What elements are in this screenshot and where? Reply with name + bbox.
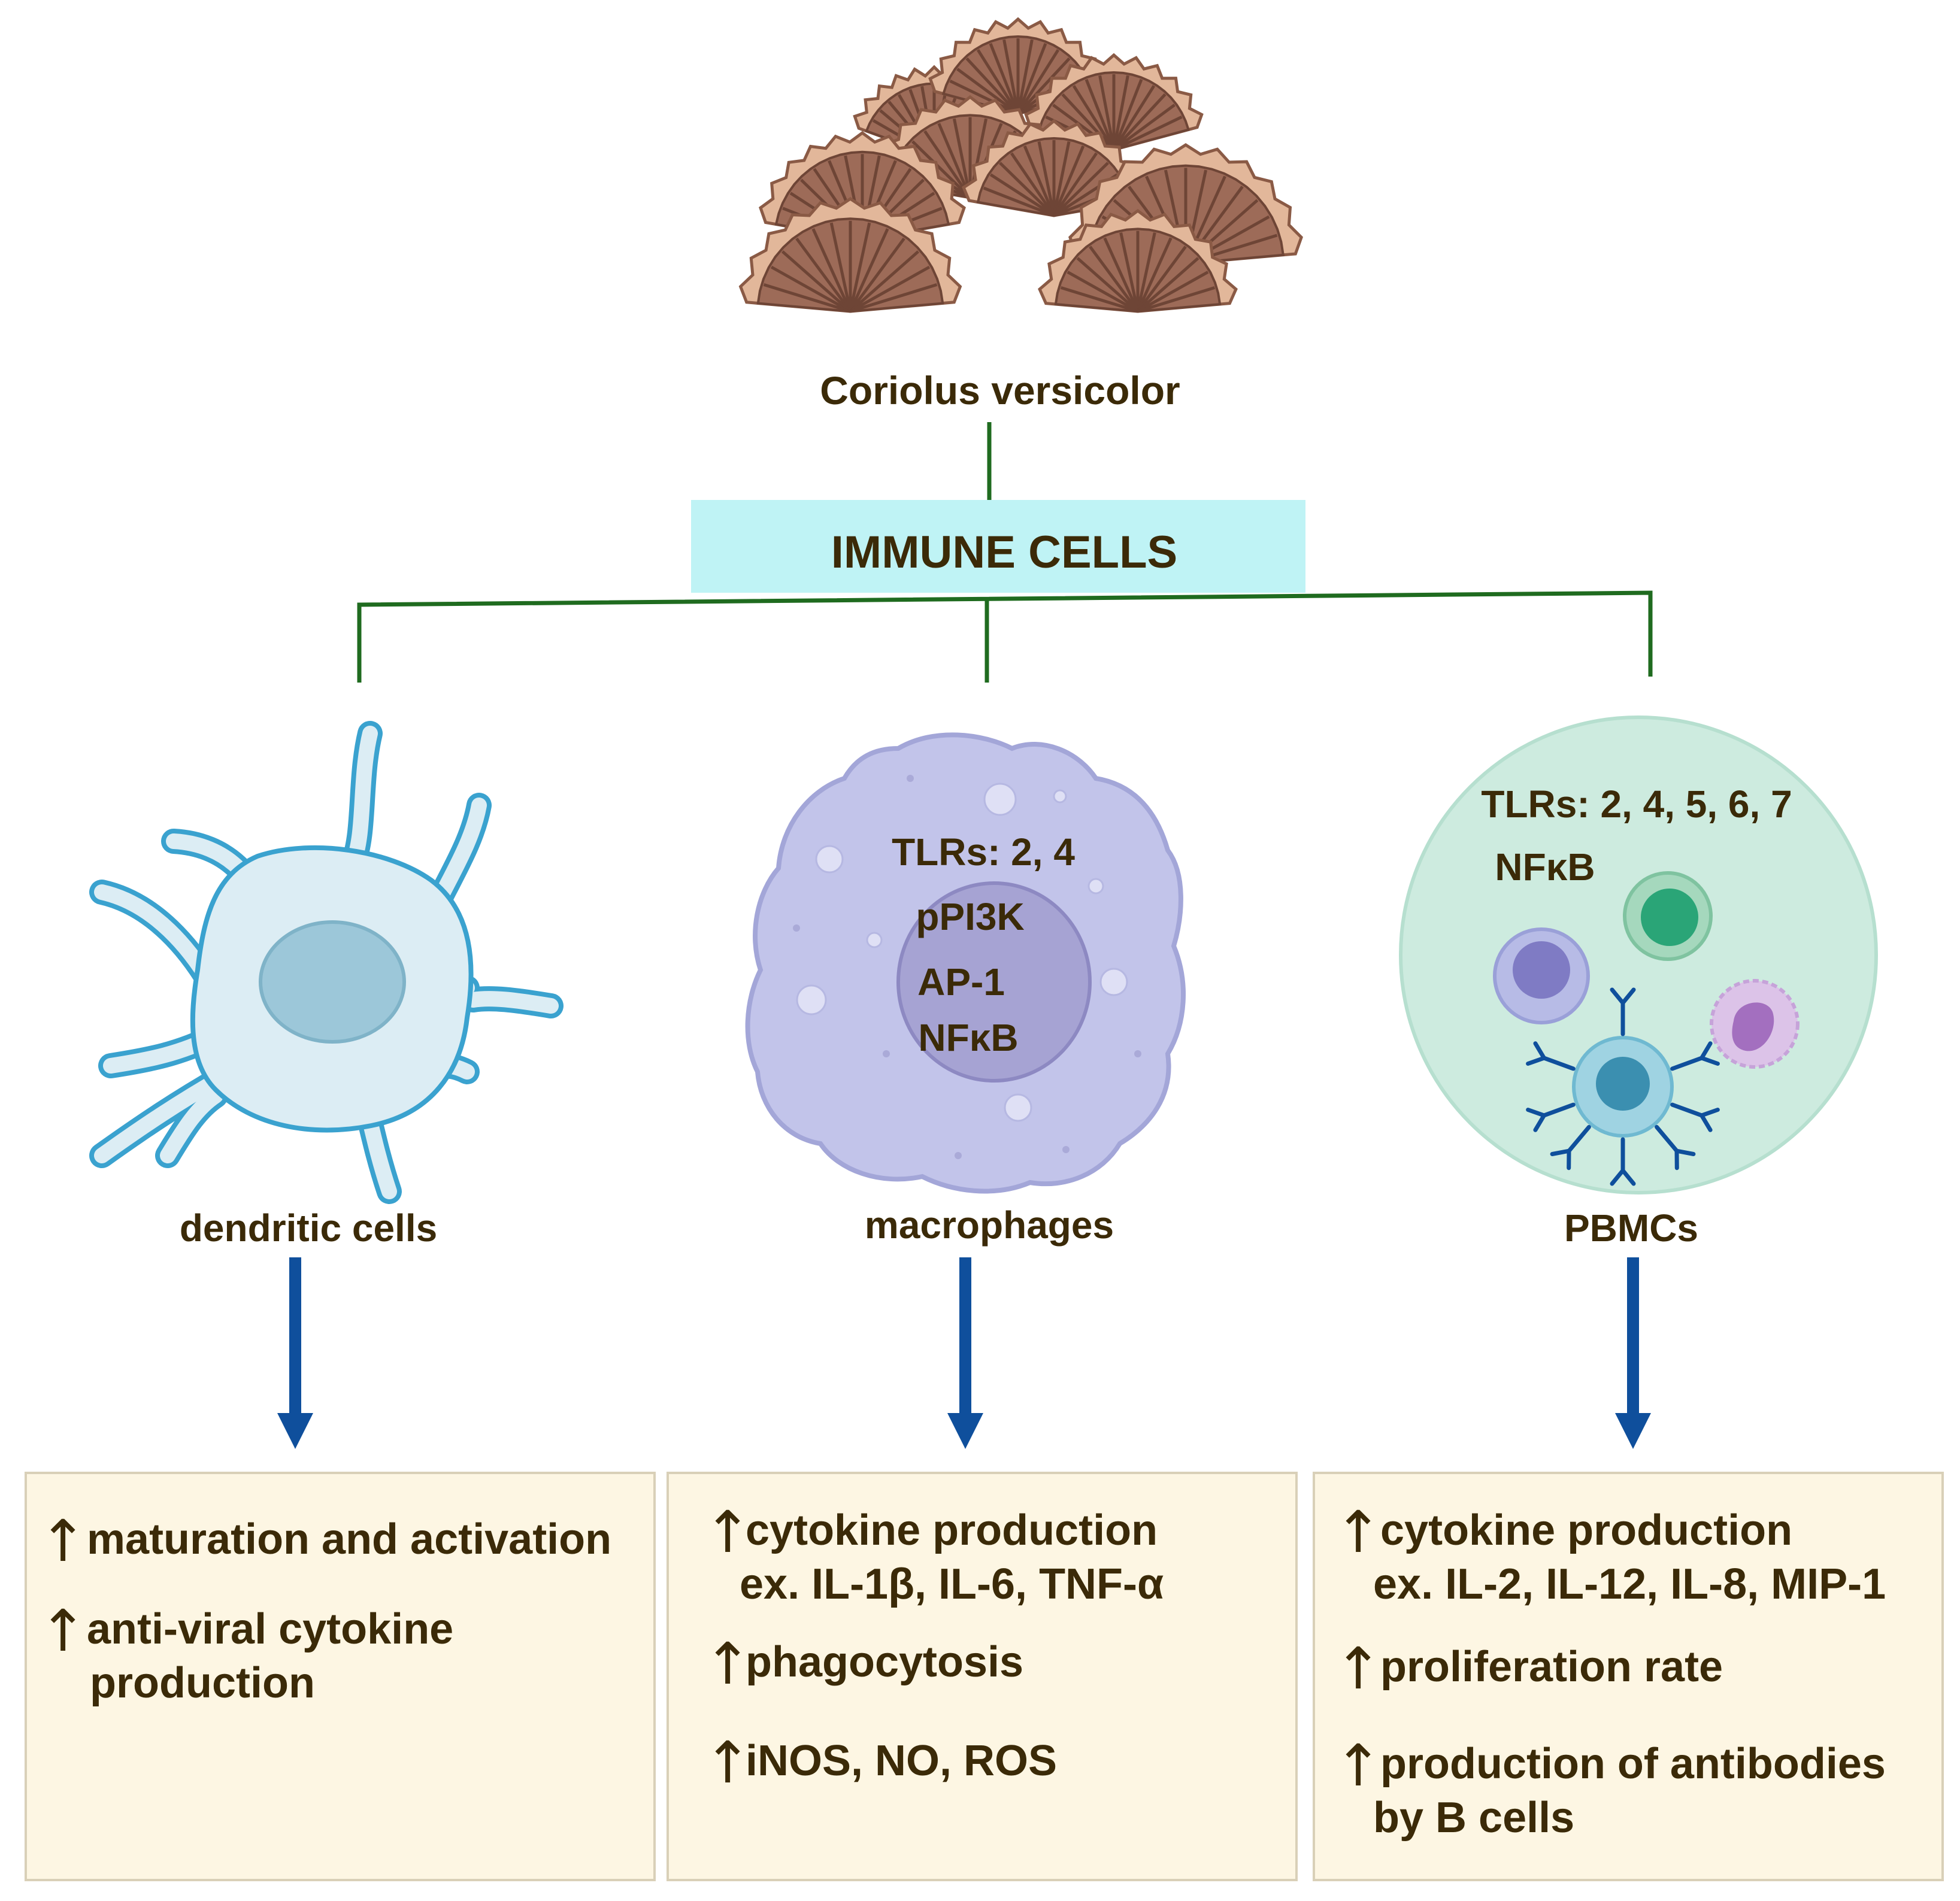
increase-arrow-icon: ↑	[1334, 1732, 1382, 1799]
lymphocyte-purple-icon	[1493, 927, 1590, 1024]
antibody-icon	[1541, 1056, 1576, 1071]
marker-label: TLRs: 2, 4	[892, 830, 1075, 874]
b-cell-icon	[1526, 987, 1720, 1186]
antibody-icon	[1670, 1102, 1704, 1118]
effect-text: phagocytosis	[746, 1638, 1023, 1686]
marker-label: NFκB	[1495, 845, 1595, 889]
cell-label-pbmc: PBMCs	[1564, 1206, 1698, 1250]
effect-text: cytokine production	[1380, 1506, 1792, 1554]
increase-arrow-icon: ↑	[704, 1630, 752, 1697]
effect-text: iNOS, NO, ROS	[746, 1737, 1057, 1785]
tree-connectors	[357, 422, 1653, 683]
macrophage-icon	[745, 732, 1186, 1194]
effect-text: cytokine production	[746, 1506, 1158, 1554]
pbmc-cluster-icon	[1399, 715, 1878, 1194]
marker-label: pPI3K	[916, 895, 1024, 938]
marker-label: TLRs: 2, 4, 5, 6, 7	[1481, 783, 1792, 826]
increase-arrow-icon: ↑	[704, 1499, 752, 1566]
flow-arrow-macrophage	[947, 1257, 983, 1449]
antibody-icon	[1541, 1102, 1576, 1118]
lymphocyte-green-icon	[1623, 871, 1713, 961]
increase-arrow-icon: ↑	[1334, 1635, 1382, 1702]
effect-text: production	[90, 1659, 315, 1707]
increase-arrow-icon: ↑	[39, 1597, 87, 1664]
cell-label-macrophage: macrophages	[865, 1203, 1114, 1247]
cell-label-dendritic: dendritic cells	[180, 1206, 437, 1250]
increase-arrow-icon: ↑	[1334, 1499, 1382, 1566]
dendritic-cell-icon	[89, 721, 564, 1204]
effect-boxes: ↑maturation and activation↑anti-viral cy…	[25, 1472, 1944, 1881]
flow-arrows	[277, 1257, 1651, 1449]
marker-label: AP-1	[917, 960, 1005, 1003]
effect-box-dendritic: ↑maturation and activation↑anti-viral cy…	[25, 1472, 656, 1881]
marker-label: NFκB	[918, 1016, 1018, 1059]
bracket-fungus-icon	[738, 17, 1303, 313]
fungus-fan	[1038, 208, 1238, 313]
effect-text: ex. IL-1β, IL-6, TNF-α	[740, 1560, 1164, 1608]
effect-text: by B cells	[1373, 1794, 1574, 1842]
dendritic-nucleus	[259, 920, 406, 1044]
connector-hub-branches	[357, 590, 1653, 683]
effect-text: production of antibodies	[1380, 1740, 1886, 1788]
monocyte-icon	[1710, 979, 1800, 1069]
effect-text: proliferation rate	[1380, 1643, 1723, 1691]
effect-text: maturation and activation	[87, 1515, 611, 1563]
antibody-icon	[1655, 1124, 1679, 1153]
source-label: Coriolus versicolor	[820, 368, 1180, 413]
pbmc-markers: TLRs: 2, 4, 5, 6, 7 NFκB	[1481, 783, 1792, 889]
increase-arrow-icon: ↑	[704, 1729, 752, 1796]
effect-text: ex. IL-2, IL-12, IL-8, MIP-1	[1373, 1560, 1886, 1608]
antibody-icon	[1567, 1124, 1591, 1153]
hub-box	[691, 500, 1305, 593]
hub-label: IMMUNE CELLS	[831, 527, 1177, 578]
antibody-icon	[1670, 1056, 1704, 1071]
flow-arrow-dendritic	[277, 1257, 313, 1449]
effect-text: anti-viral cytokine	[87, 1605, 453, 1653]
flow-arrow-pbmc	[1615, 1257, 1651, 1449]
fungus-fan	[738, 196, 962, 313]
macrophage-nucleus	[896, 881, 1092, 1083]
increase-arrow-icon: ↑	[39, 1508, 87, 1575]
